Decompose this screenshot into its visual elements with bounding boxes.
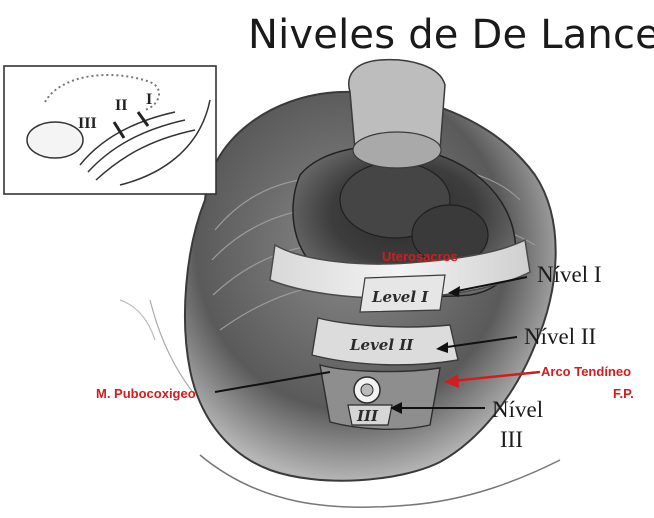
label-nivel-3-line2: III [500,427,523,453]
inset-sagittal-diagram: I II III [4,66,216,194]
level-2-tag: Level II [349,336,414,354]
label-nivel-3-line1: Nível [492,397,543,423]
label-pubocoxigeo: M. Pubocoxigeo [96,386,196,401]
uterus-stump [349,60,445,168]
level-3-tag: III [356,407,379,425]
label-uterosacros: Uterosacros [382,249,458,264]
inset-roman-3: III [78,115,97,132]
label-arco-tendineo: Arco Tendíneo [541,364,631,379]
inset-roman-2: II [115,97,127,114]
label-nivel-1: Nível I [537,262,602,288]
level-3-structure: III [320,365,440,429]
level-1-tag: Level I [371,288,429,306]
label-nivel-2: Nível II [524,324,596,350]
label-arco-tendineo-fp: F.P. [613,386,634,401]
inset-roman-1: I [146,91,152,108]
